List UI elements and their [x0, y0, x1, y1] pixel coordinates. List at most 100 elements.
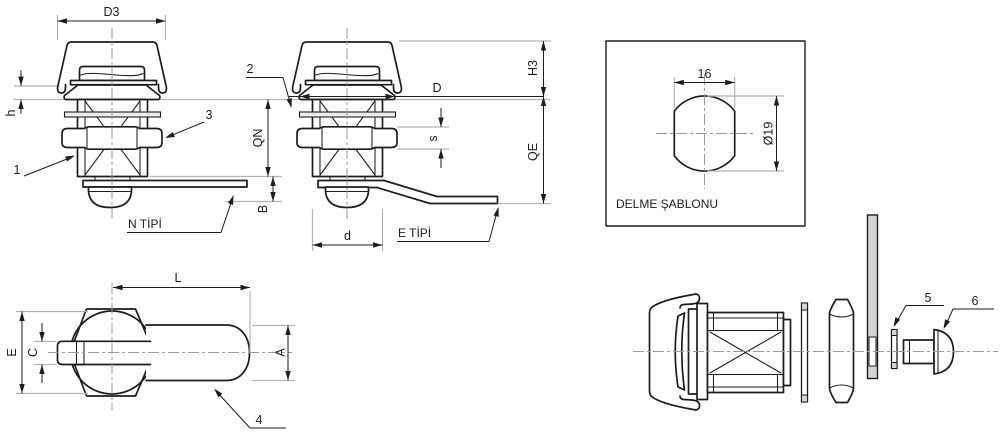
dimension-s: s	[397, 108, 449, 168]
n-type-label: N TİPİ	[127, 194, 237, 233]
e-type-part-geometry	[291, 28, 499, 222]
dim-label-qn: QN	[251, 129, 265, 148]
arrowhead	[373, 242, 383, 248]
type-label-e: E TİPİ	[398, 226, 431, 240]
dimension-c: C	[26, 323, 56, 383]
dimension-d-body: d	[311, 209, 384, 251]
arrowhead	[240, 284, 250, 291]
arrowhead	[540, 41, 547, 51]
arrowhead	[312, 242, 322, 248]
part-number-5: 5	[925, 291, 932, 305]
arrowhead	[493, 206, 502, 217]
arrowhead	[674, 79, 684, 86]
arrowhead	[227, 194, 237, 205]
type-label-n: N TİPİ	[128, 217, 162, 231]
template-frame	[605, 40, 806, 227]
cam-plate	[866, 214, 879, 380]
screw-dome	[87, 186, 133, 209]
dim-label-diameter: Ø19	[762, 122, 776, 146]
n-type-view: D3 h QN B 1	[4, 5, 282, 233]
body-end-plate	[782, 318, 792, 387]
cap-seat	[304, 79, 393, 86]
e-type-label: E TİPİ	[397, 206, 502, 242]
dimension-l: L	[113, 271, 251, 352]
thread-band-lines	[706, 311, 785, 394]
arrowhead	[941, 319, 950, 331]
arrowhead	[285, 371, 291, 381]
arrowhead	[438, 149, 444, 159]
part-number-4: 4	[256, 413, 263, 427]
dim-label-h3: H3	[526, 60, 540, 76]
arrowhead	[773, 96, 780, 106]
dim-label-l: L	[175, 271, 182, 285]
cam-top-view: L E C A	[5, 271, 295, 429]
e-type-view: 2 D s H3 QE	[246, 28, 551, 251]
part-number-6: 6	[972, 294, 979, 308]
arrowhead	[156, 18, 166, 24]
exploded-view: 5 6	[633, 214, 998, 411]
callout-4: 4	[212, 386, 286, 429]
dimension-qn: QN	[150, 99, 282, 178]
dim-label-b: B	[256, 205, 270, 213]
double-d-hole	[673, 95, 736, 172]
drill-template: 16 Ø19 DELME ŞABLONU	[605, 40, 806, 227]
nut-side-facet-curves	[828, 313, 855, 389]
dim-label-c: C	[26, 348, 40, 357]
dimension-b: B	[225, 176, 282, 213]
callout-2: 2	[246, 62, 295, 109]
template-title: DELME ŞABLONU	[616, 197, 718, 211]
dim-label-d: D	[432, 81, 441, 95]
dimension-a: A	[252, 324, 295, 382]
small-washer-top-cap	[891, 329, 898, 336]
callout-6: 6	[941, 294, 994, 331]
dimension-d-flange: D	[289, 81, 544, 100]
cap-bottom-hook	[679, 395, 701, 411]
dimension-h: h	[4, 70, 24, 116]
arrowhead	[438, 117, 444, 127]
top-view-geometry	[48, 283, 292, 411]
arrowhead	[270, 192, 276, 202]
arrowhead	[163, 131, 175, 141]
arrowhead	[270, 176, 276, 186]
arrowhead	[65, 152, 76, 162]
n-type-part-geometry	[56, 28, 248, 222]
tall-washer-top-cap	[801, 302, 808, 311]
dimension-h3: H3	[526, 41, 547, 97]
dim-label-16: 16	[698, 67, 712, 81]
part-number-3: 3	[206, 108, 213, 122]
dim-label-h: h	[4, 109, 18, 116]
nut-facet-lines	[86, 126, 138, 150]
dimension-d3: D3	[56, 5, 167, 40]
dimension-16: 16	[673, 67, 736, 108]
arrowhead	[285, 325, 291, 335]
arrowhead	[19, 384, 25, 394]
arrowhead	[773, 161, 780, 171]
dimension-diameter-19: Ø19	[707, 95, 784, 172]
dim-label-qe: QE	[526, 143, 540, 161]
arrowhead	[540, 96, 547, 106]
callout-3: 3	[163, 108, 213, 141]
arrowhead	[725, 79, 735, 86]
straight-cam	[82, 179, 248, 188]
arrowhead	[265, 99, 271, 109]
body-cross	[709, 331, 782, 374]
arrowhead	[265, 167, 271, 177]
arrowhead	[39, 364, 45, 374]
arrowhead	[540, 87, 547, 97]
cap-seat	[69, 79, 158, 86]
arrowhead	[57, 18, 67, 24]
exploded-geometry	[633, 214, 998, 411]
callout-1: 1	[14, 152, 76, 177]
arrowhead	[113, 284, 123, 291]
tall-washer	[800, 302, 809, 403]
tall-washer-bottom-cap	[801, 394, 808, 403]
callout-5: 5	[891, 291, 944, 329]
arrowhead	[18, 76, 24, 86]
dim-label-a: A	[274, 348, 288, 357]
arrowhead	[540, 194, 547, 204]
dim-label-s: s	[426, 135, 440, 141]
dimension-qe: QE	[499, 96, 551, 205]
nut-facet-lines	[321, 126, 373, 150]
